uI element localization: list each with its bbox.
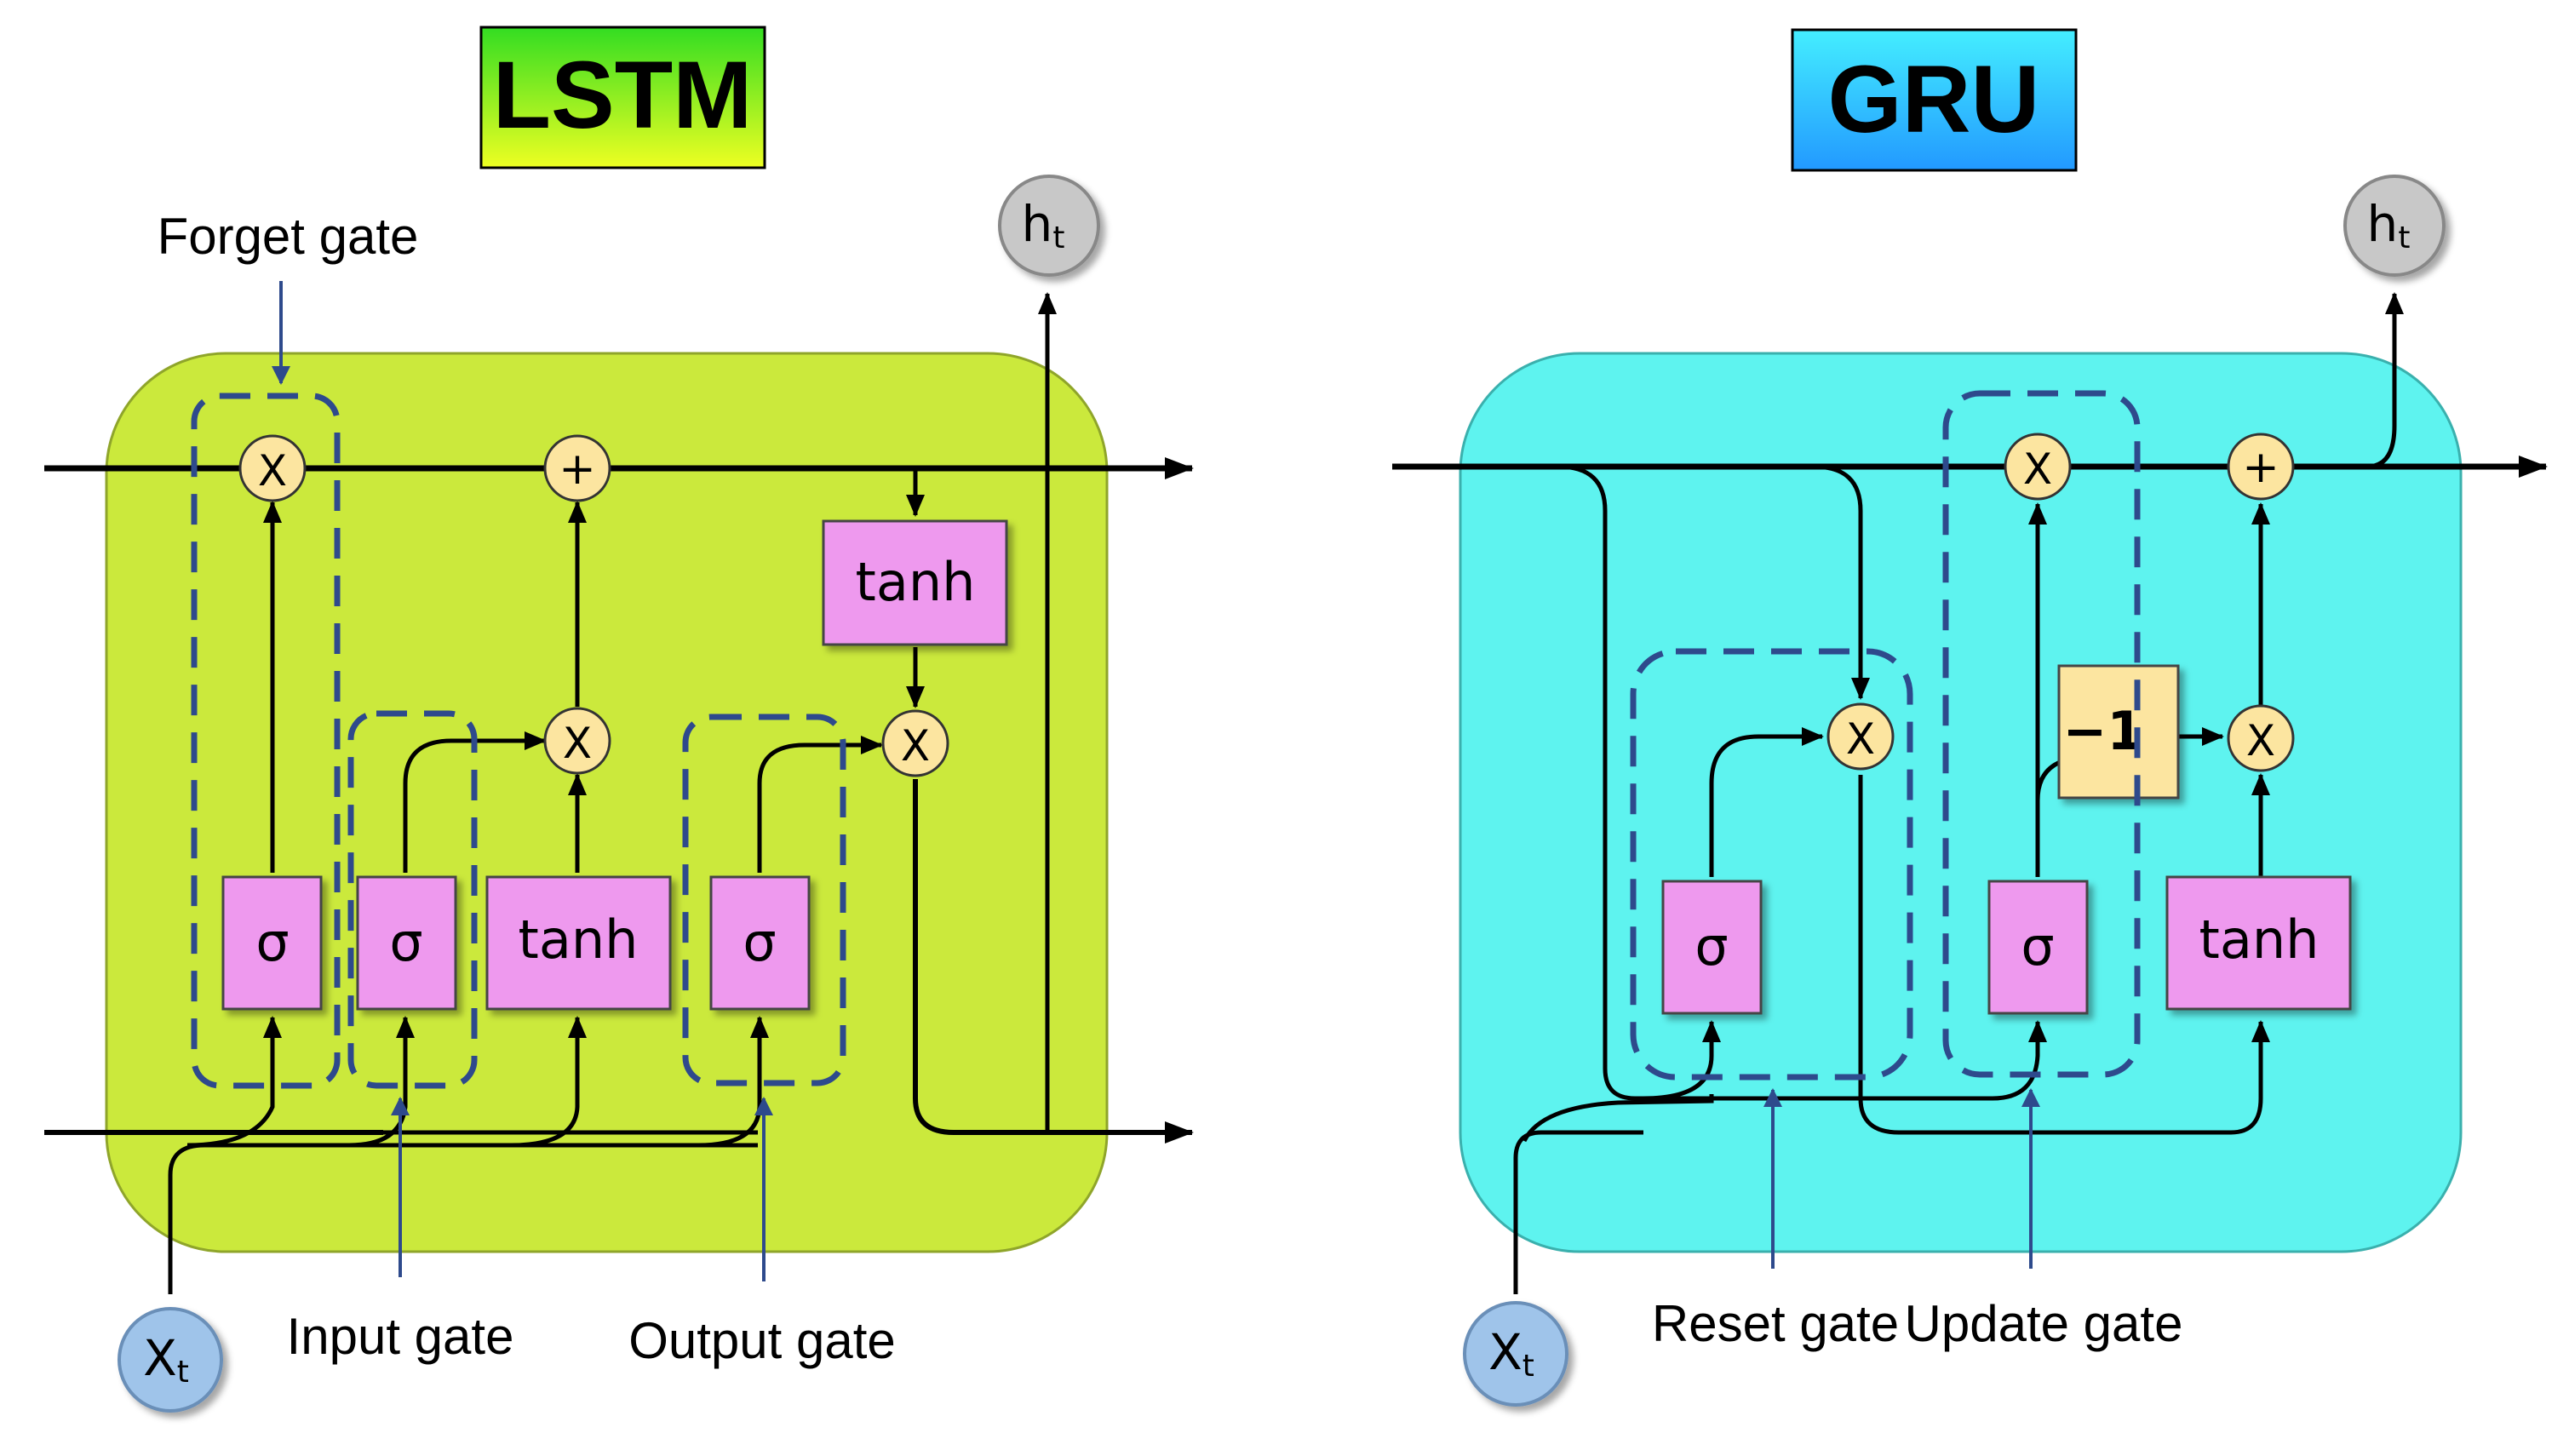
lstm-output-gate-annotation: Output gate — [628, 1312, 896, 1369]
gru-xt-label: Xt — [1488, 1323, 1534, 1384]
gru-panel: GRU σ — [1392, 28, 2548, 1407]
lstm-xt-node: Xt — [118, 1307, 223, 1413]
lstm-forget-mul-label: X — [258, 446, 287, 496]
gru-conn-state-loop — [1557, 464, 1890, 1101]
gru-conn-update-in — [1890, 1020, 2047, 1101]
lstm-forget-gate-annotation: Forget gate — [158, 208, 419, 265]
lstm-hidden-out — [913, 779, 1194, 1144]
gru-reset-sigma-block: σ — [1661, 880, 1763, 1015]
gru-cand-tanh-block: tanh — [2165, 875, 2352, 1011]
gru-add-label: + — [2242, 442, 2279, 493]
lstm-ht-label: ht — [1022, 195, 1065, 255]
gru-cand-mul-label: X — [2246, 716, 2275, 765]
lstm-forget-gate-outline — [191, 393, 341, 1089]
gru-conn-reset-out — [1709, 727, 1824, 877]
gru-title-box: GRU — [1791, 28, 2078, 172]
gru-cand-mul-op: X — [2227, 704, 2295, 772]
lstm-title-box: LSTM — [479, 26, 766, 169]
lstm-cand-tanh-label: tanh — [519, 909, 639, 971]
gru-update-mul-label: X — [2023, 444, 2052, 494]
lstm-input-mul-label: X — [563, 719, 592, 768]
lstm-input-sigma-label: σ — [389, 911, 422, 973]
gru-xt-node: Xt — [1463, 1301, 1568, 1407]
gru-update-sigma-label: σ — [2021, 915, 2054, 977]
lstm-input-gate-annotation: Input gate — [287, 1308, 514, 1365]
gru-reset-mul-label: X — [1846, 714, 1875, 764]
lstm-output-gate-outline — [682, 714, 846, 1086]
lstm-panel: LSTM σ — [44, 26, 1194, 1413]
gru-xt-branch — [1522, 1094, 1714, 1143]
gru-conn-reset-in — [1643, 1020, 1721, 1101]
gru-one-minus-block: −1 — [2057, 664, 2180, 800]
gru-conn-ht — [2366, 292, 2404, 469]
gru-cell-body — [1459, 352, 2463, 1253]
lstm-forget-sigma-block: σ — [221, 875, 323, 1011]
lstm-cell-tanh-label: tanh — [856, 551, 976, 613]
gru-update-gate-outline — [1942, 390, 2141, 1078]
gru-conn-state-resetmul — [1813, 464, 1870, 700]
gru-cand-tanh-label: tanh — [2199, 909, 2320, 971]
gru-update-mul-op: X — [2004, 433, 2072, 501]
gru-reset-mul-op: X — [1826, 702, 1895, 771]
lstm-add-op: + — [543, 434, 611, 502]
gru-ht-label: ht — [2367, 195, 2411, 255]
lstm-output-sigma-block: σ — [709, 875, 811, 1011]
gru-xt-path — [1513, 1130, 1643, 1294]
lstm-forget-mul-op: X — [238, 434, 307, 502]
lstm-xt-label: Xt — [143, 1329, 189, 1390]
lstm-output-mul-op: X — [881, 709, 949, 777]
gru-title: GRU — [1828, 46, 2040, 152]
lstm-title: LSTM — [493, 42, 753, 148]
gru-update-gate-annotation: Update gate — [1905, 1295, 2183, 1352]
lstm-ht-node: ht — [998, 175, 1100, 277]
lstm-input-sigma-block: σ — [356, 875, 457, 1011]
lstm-input-mul-op: X — [543, 707, 611, 775]
gru-reset-gate-outline — [1630, 648, 1913, 1081]
lstm-output-sigma-label: σ — [743, 911, 776, 973]
gru-reset-gate-annotation: Reset gate — [1652, 1295, 1899, 1352]
gru-one-minus-label: −1 — [2062, 700, 2143, 762]
lstm-output-mul-label: X — [901, 721, 930, 771]
lstm-forget-sigma-label: σ — [255, 911, 289, 973]
lstm-conn-cand-in — [510, 1016, 587, 1148]
lstm-conn-input-out — [403, 731, 547, 873]
gru-update-sigma-block: σ — [1987, 880, 2089, 1015]
lstm-conn-forget-in — [186, 1016, 282, 1148]
gru-reset-sigma-label: σ — [1695, 915, 1728, 977]
lstm-cand-tanh-block: tanh — [485, 875, 672, 1011]
gru-ht-node: ht — [2343, 175, 2446, 277]
lstm-cell-tanh-block: tanh — [822, 519, 1008, 646]
lstm-conn-output-out — [757, 736, 883, 873]
gru-add-op: + — [2227, 433, 2295, 501]
gru-conn-cand-in — [1858, 775, 2270, 1135]
lstm-add-label: + — [559, 444, 596, 495]
